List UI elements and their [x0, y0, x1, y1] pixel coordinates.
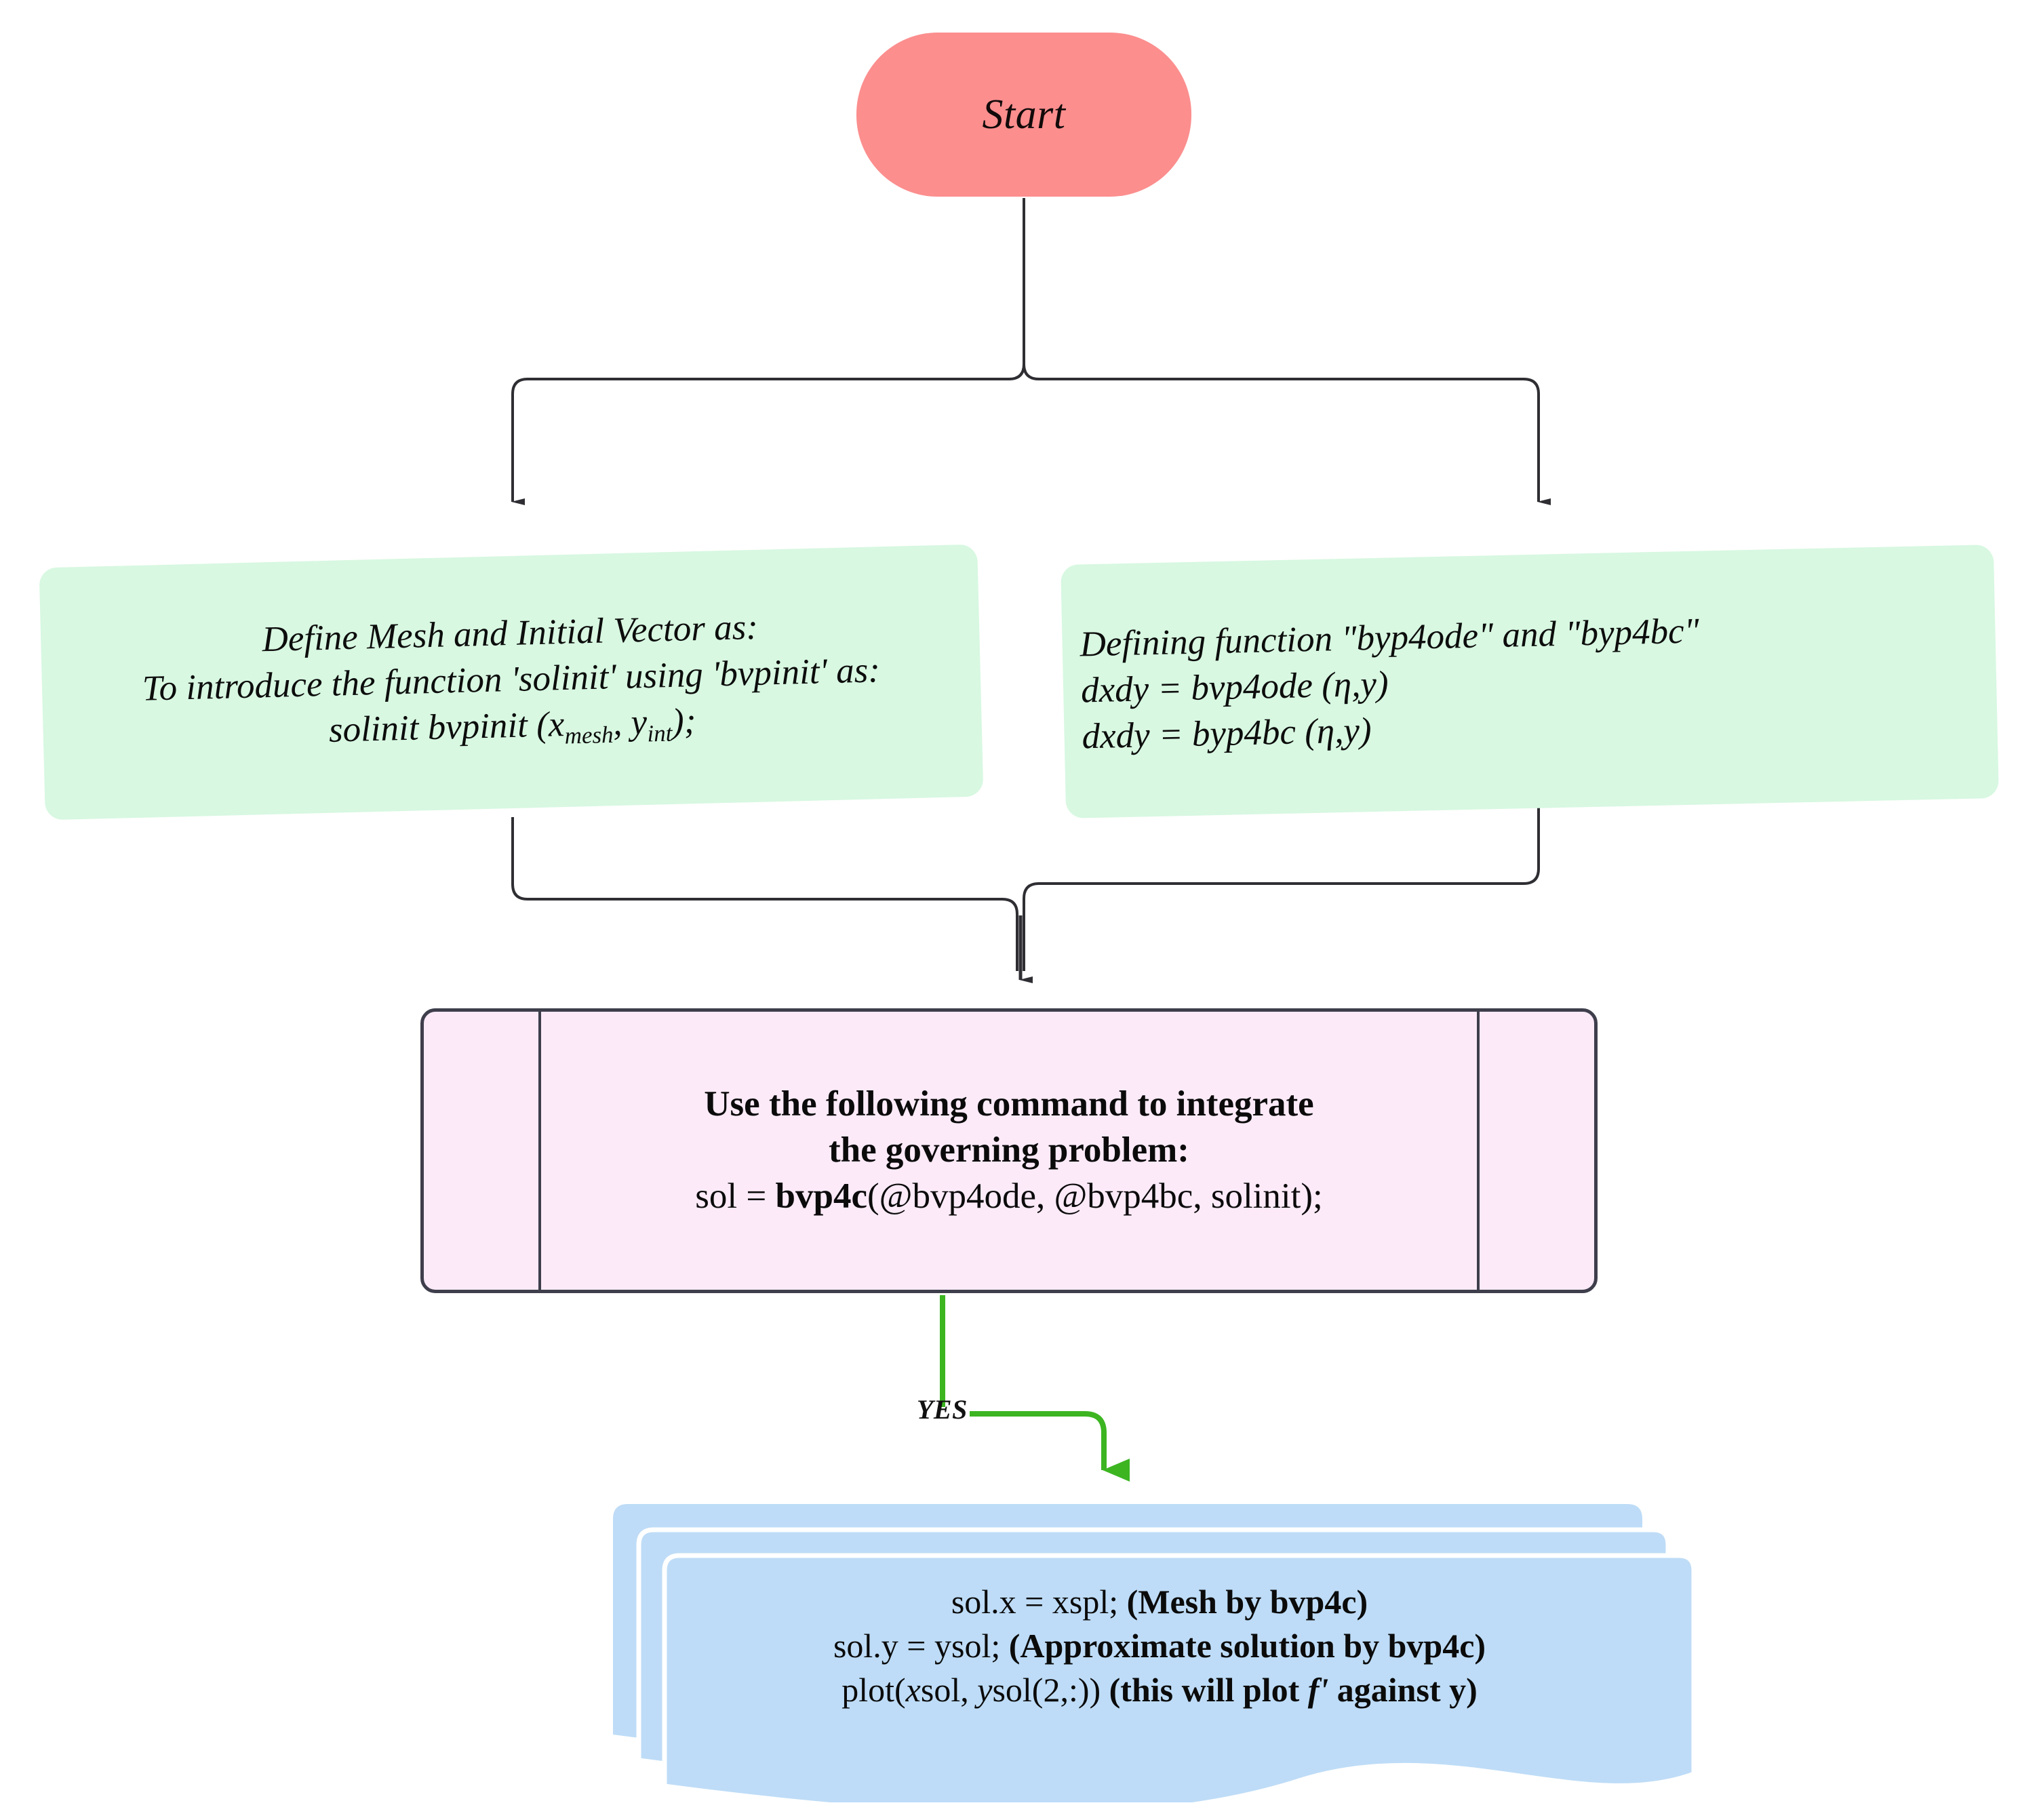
predefined-process-rule-right — [1477, 1012, 1480, 1290]
output-docs-line3-italic-y: y — [977, 1671, 993, 1709]
output-docs-line3-italic-x: x — [905, 1671, 921, 1709]
output-docs-line3-pre: plot( — [841, 1671, 906, 1709]
integrate-command-bvp4c: bvp4c — [775, 1176, 867, 1216]
doc-sheet-front — [662, 1553, 1695, 1802]
start-label: Start — [982, 91, 1066, 138]
node-output-docs[interactable]: sol.x = xspl; (Mesh by bvp4c) sol.y = ys… — [597, 1504, 1695, 1802]
multidocument-shape — [613, 1504, 1695, 1802]
integrate-command-line3-post: (@bvp4ode, @bvp4bc, solinit); — [867, 1176, 1323, 1216]
output-docs-line2-plain: sol.y = ysol; — [833, 1627, 1009, 1665]
edge-start-to-split — [511, 198, 1551, 505]
output-docs-line1-bold: (Mesh by bvp4c) — [1126, 1583, 1368, 1621]
predefined-process-rule-left — [538, 1012, 541, 1290]
integrate-command-line2: the governing problem: — [829, 1130, 1189, 1170]
node-start[interactable]: Start — [856, 33, 1191, 197]
output-docs-line1: sol.x = xspl; (Mesh by bvp4c) — [671, 1580, 1648, 1624]
integrate-command-text: Use the following command to integrate t… — [695, 1082, 1322, 1219]
edge-label-yes: YES — [917, 1394, 968, 1425]
output-docs-line3-bold1: (this will plot — [1109, 1671, 1308, 1709]
define-mesh-line3-post: ); — [671, 701, 697, 742]
output-docs-line3-fprime: f' — [1307, 1671, 1329, 1709]
define-mesh-line3-mid: , y — [612, 703, 648, 743]
output-docs-line2: sol.y = ysol; (Approximate solution by b… — [671, 1624, 1648, 1668]
node-integrate-command[interactable]: Use the following command to integrate t… — [420, 1008, 1598, 1293]
output-docs-line3: plot(xsol, ysol(2,:)) (this will plot f'… — [671, 1668, 1648, 1712]
define-mesh-text: Define Mesh and Initial Vector as: To in… — [140, 602, 882, 762]
edge-command-to-output — [940, 1295, 1130, 1482]
define-mesh-sub-mesh: mesh — [564, 721, 614, 749]
output-docs-line3-mid1: sol, — [920, 1671, 978, 1709]
integrate-command-line1: Use the following command to integrate — [704, 1084, 1314, 1124]
output-docs-line3-mid2: sol(2,:)) — [992, 1671, 1109, 1709]
integrate-command-inner: Use the following command to integrate t… — [546, 1012, 1472, 1290]
output-docs-text: sol.x = xspl; (Mesh by bvp4c) sol.y = ys… — [671, 1580, 1648, 1712]
edge-merge-to-command — [511, 807, 1540, 983]
define-mesh-sub-int: int — [647, 719, 673, 747]
output-docs-line1-plain: sol.x = xspl; — [951, 1583, 1127, 1621]
node-define-functions[interactable]: Defining function "byp4ode" and "byp4bc"… — [1061, 545, 1999, 818]
define-mesh-line3-pre: solinit bvpinit (x — [328, 705, 565, 750]
output-docs-line2-bold: (Approximate solution by bvp4c) — [1008, 1627, 1486, 1665]
integrate-command-line3: sol = bvp4c(@bvp4ode, @bvp4bc, solinit); — [695, 1174, 1322, 1220]
integrate-command-line3-pre: sol = — [695, 1176, 776, 1216]
output-docs-line3-bold2: against y) — [1328, 1671, 1478, 1709]
node-define-mesh[interactable]: Define Mesh and Initial Vector as: To in… — [39, 544, 984, 820]
define-functions-text: Defining function "byp4ode" and "byp4bc"… — [1080, 609, 1702, 760]
